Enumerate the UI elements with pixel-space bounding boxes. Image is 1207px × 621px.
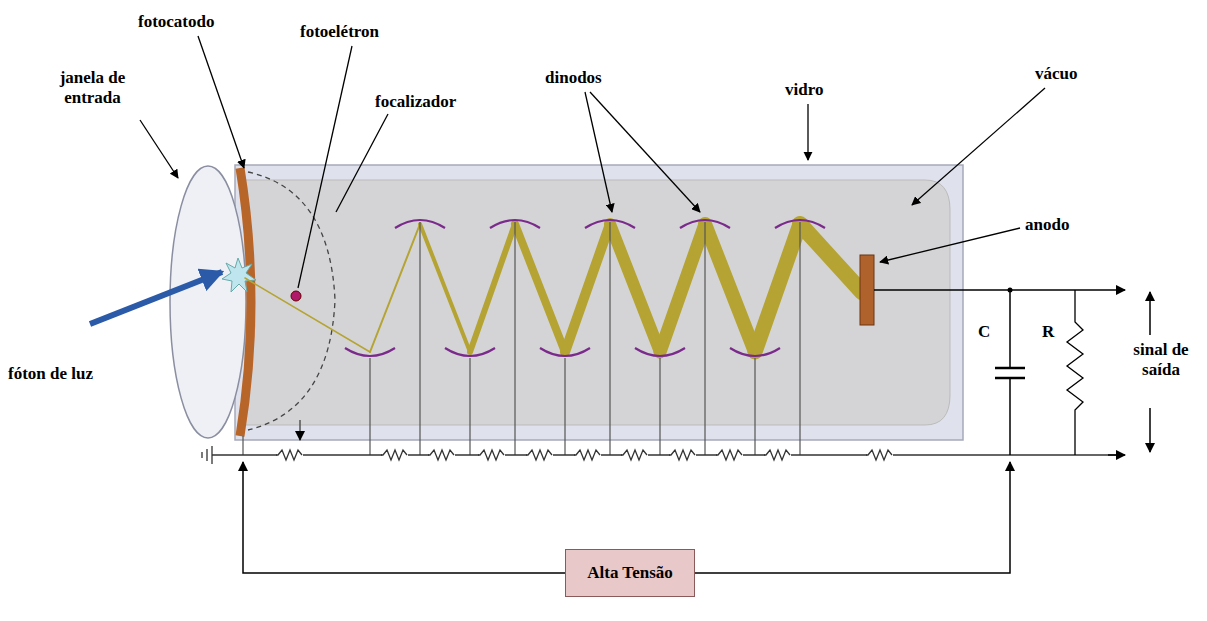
resistor-symbol: [669, 450, 695, 460]
photocathode: [240, 168, 251, 436]
capacitor-symbol: [995, 290, 1025, 455]
resistor-gap: [429, 454, 455, 457]
resistor-symbol: [621, 450, 647, 460]
photoelectron-dot: [291, 291, 301, 301]
part-label: vácuo: [1035, 64, 1078, 84]
resistor-gap: [765, 454, 791, 457]
entrance-window: [170, 166, 246, 438]
part-label: fotoelétron: [300, 22, 379, 42]
resistor-symbol: [716, 450, 742, 460]
resistor-symbol: [478, 450, 504, 460]
resistor-gap: [622, 454, 648, 457]
resistor-symbol: [1067, 290, 1083, 455]
part-label: C: [978, 322, 990, 342]
part-label: sinal de saída: [1120, 340, 1202, 381]
box-text: Alta Tensão: [587, 563, 673, 583]
focusing-electrode: [248, 172, 335, 430]
resistor-symbol: [574, 450, 600, 460]
resistor-symbol: [381, 450, 407, 460]
leader-lines: [140, 36, 1045, 288]
part-label: dinodos: [545, 68, 602, 88]
signal-arrow: [1149, 408, 1151, 452]
photon-arrow: [90, 272, 222, 324]
part-label: fotocatodo: [138, 12, 214, 32]
power-supply-box: Alta Tensão: [565, 549, 695, 597]
hv-wire: [695, 462, 1010, 573]
vacuum-region: [245, 180, 950, 425]
glass-tube: [235, 165, 963, 440]
resistor-gap: [717, 454, 743, 457]
resistor-gap: [670, 454, 696, 457]
resistor-gap: [527, 454, 553, 457]
resistor-gap: [277, 454, 303, 457]
resistor-gap: [382, 454, 408, 457]
output-rail: [1108, 454, 1125, 456]
part-label: janela de entrada: [40, 68, 145, 109]
output-line: [874, 289, 1125, 291]
hv-wire: [243, 462, 565, 573]
part-label: vidro: [785, 80, 823, 100]
electron-path: [245, 224, 862, 352]
resistor-symbol: [764, 450, 790, 460]
anode: [860, 255, 874, 325]
signal-arrow: [1149, 292, 1151, 335]
photon-impact: [222, 258, 256, 292]
part-label: fóton de luz: [8, 364, 93, 384]
resistor-gap: [575, 454, 601, 457]
resistor-symbol: [276, 450, 302, 460]
resistor-symbol: [428, 450, 454, 460]
ground-symbol: [202, 446, 212, 464]
resistor-symbol: [866, 450, 892, 460]
dynode-wires: [243, 222, 800, 455]
resistor-gap: [867, 454, 893, 457]
part-label: focalizador: [375, 92, 456, 112]
dynodes: [345, 220, 825, 356]
resistor-gap: [479, 454, 505, 457]
part-label: R: [1042, 322, 1054, 342]
part-label: anodo: [1025, 215, 1069, 235]
focus-wire: [299, 420, 301, 440]
resistor-symbol: [526, 450, 552, 460]
resistor-chain: [212, 450, 1118, 460]
